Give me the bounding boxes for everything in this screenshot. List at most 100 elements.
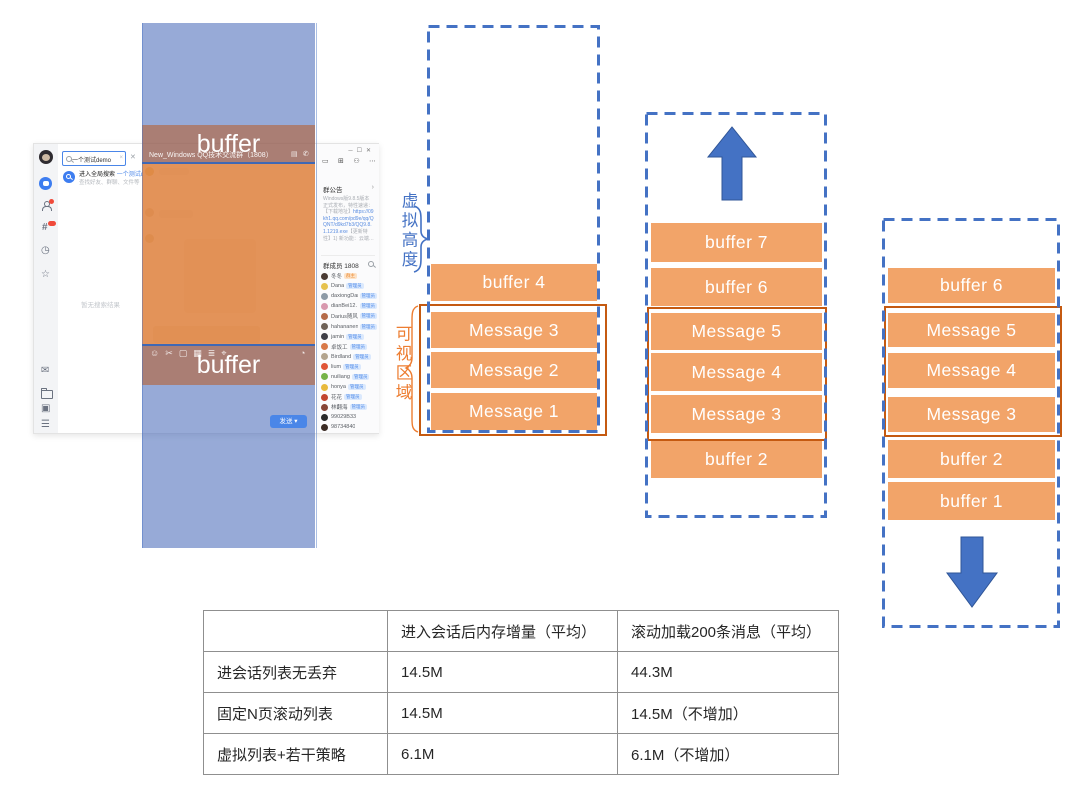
divider [321,255,375,256]
member-name: Darius随风 [331,314,358,321]
frame-icon[interactable]: ▣ [41,403,51,414]
member-avatar [321,363,328,371]
member-search-icon[interactable] [368,261,374,267]
group-action-icons[interactable]: ▭ ⊞ ⚇ ⋯ [322,157,376,165]
folder-icon[interactable] [41,388,53,399]
members-title: 群成员 1808 [323,263,359,270]
member-role-badge: 管理员 [349,343,368,350]
group-action-icon[interactable]: ⊞ [338,158,344,165]
chevron-right-icon[interactable]: › [371,184,374,191]
member-role-badge: 管理员 [359,293,377,300]
announcement-title: 群公告 [323,187,343,194]
member-row[interactable]: dianBei12…管理员 [321,301,377,311]
contacts-icon[interactable] [42,201,52,211]
clear-search-icon[interactable]: × [119,155,123,161]
chat-tab-icon[interactable] [39,177,52,190]
row-label: 固定N页滚动列表 [203,692,388,734]
cell-value: 44.3M [617,651,839,693]
avatar[interactable] [39,150,53,164]
window-control-icon[interactable]: ✕ [365,148,375,154]
member-name: dianBei12… [331,303,358,310]
group-action-icon[interactable]: ⋯ [369,158,376,165]
window-controls[interactable]: ─☐✕ [348,147,375,154]
row-label: 虚拟列表+若干策略 [203,733,388,775]
overlay-buffer-top-band [142,125,315,163]
arrow-down-icon [946,536,998,608]
virtual-height-label: 虚拟高度 [399,192,417,270]
member-row[interactable]: 99029B33 [321,412,377,422]
member-role-badge: 管理员 [346,283,364,290]
favorites-icon[interactable]: ☆ [41,269,50,280]
member-name: honya [331,384,346,391]
member-row[interactable]: 冬冬群主 [321,271,377,281]
member-avatar [321,383,328,391]
send-button[interactable]: 发送 ▾ [270,415,307,428]
member-avatar [321,413,328,421]
member-row[interactable]: Darius随风管理员 [321,311,377,321]
member-avatar [321,323,328,331]
member-role-badge: 群主 [344,273,358,280]
member-row[interactable]: 林翻海管理员 [321,402,377,412]
table-row: 虚拟列表+若干策略 6.1M 6.1M（不增加） [203,733,839,775]
group-action-icon[interactable]: ⚇ [353,158,360,165]
close-search-icon[interactable]: ✕ [130,154,136,161]
menu-icon[interactable]: ☰ [41,419,50,430]
moments-icon[interactable]: ◷ [41,245,50,256]
viewport-bottom-line [142,344,315,346]
mail-icon[interactable]: ✉ [41,365,50,376]
channels-icon[interactable]: # [42,222,48,233]
member-name: 花花 [331,395,343,402]
d3-visible-box [884,306,1062,437]
member-role-badge: 管理员 [344,394,362,401]
member-row[interactable]: hahananeng管理员 [321,321,377,331]
overlay-visible-area [142,163,315,345]
group-info-panel: ─☐✕ ▭⊞⚇⋯ 群公告 › Windows版9.8.5版本正式发布，特性速递：… [316,144,379,433]
member-name: lium [331,363,342,370]
global-search-result-row[interactable]: 进入全局搜索 一个测试d… 查找好友、群聊、文件等 [60,166,150,188]
table-header-row: 进入会话后内存增量（平均） 滚动加载200条消息（平均） [203,610,839,652]
member-avatar [321,403,328,411]
member-name: jamin [331,333,345,340]
search-panel: 一个测试demo × ✕ 进入全局搜索 一个测试d… 查找好友、群聊、文件等 暂… [58,144,150,433]
visible-area-label: 可视区域 [393,325,411,403]
member-role-badge: 管理员 [359,303,377,310]
member-name: Birdland [331,353,352,360]
member-row[interactable]: 花花管理员 [321,392,377,402]
member-role-badge: 管理员 [348,384,366,391]
d1-buffer-4: buffer 4 [431,264,597,301]
member-row[interactable]: 98734840 [321,422,377,432]
contacts-badge [49,199,54,204]
member-role-badge: 管理员 [353,353,371,360]
cell-value: 14.5M（不增加） [617,692,839,734]
search-input[interactable]: 一个测试demo × [62,151,126,166]
d2-buffer-6: buffer 6 [651,268,822,306]
group-action-icon[interactable]: ▭ [322,158,329,165]
search-icon [66,156,72,162]
d3-buffer-2: buffer 2 [888,440,1055,478]
search-result-title: 进入全局搜索 一个测试d… [79,172,151,178]
arrow-up-icon [706,126,758,201]
member-name: hahananeng [331,323,358,330]
member-role-badge: 管理员 [343,363,361,370]
memory-comparison-table: 进入会话后内存增量（平均） 滚动加载200条消息（平均） 进会话列表无丢弃 14… [203,610,839,775]
header-empty [203,610,388,652]
member-avatar [321,393,328,401]
search-result-icon [63,171,75,183]
member-row[interactable]: 卓饭工管理员 [321,342,377,352]
window-control-icon[interactable]: ─ [348,148,357,154]
window-control-icon[interactable]: ☐ [356,148,366,154]
d2-buffer-2: buffer 2 [651,440,822,478]
member-avatar [321,292,328,300]
search-result-subtitle: 查找好友、群聊、文件等 [79,180,140,186]
table-row: 固定N页滚动列表 14.5M 14.5M（不增加） [203,692,839,734]
member-name: 98734840 [331,424,356,431]
member-avatar [321,423,328,431]
